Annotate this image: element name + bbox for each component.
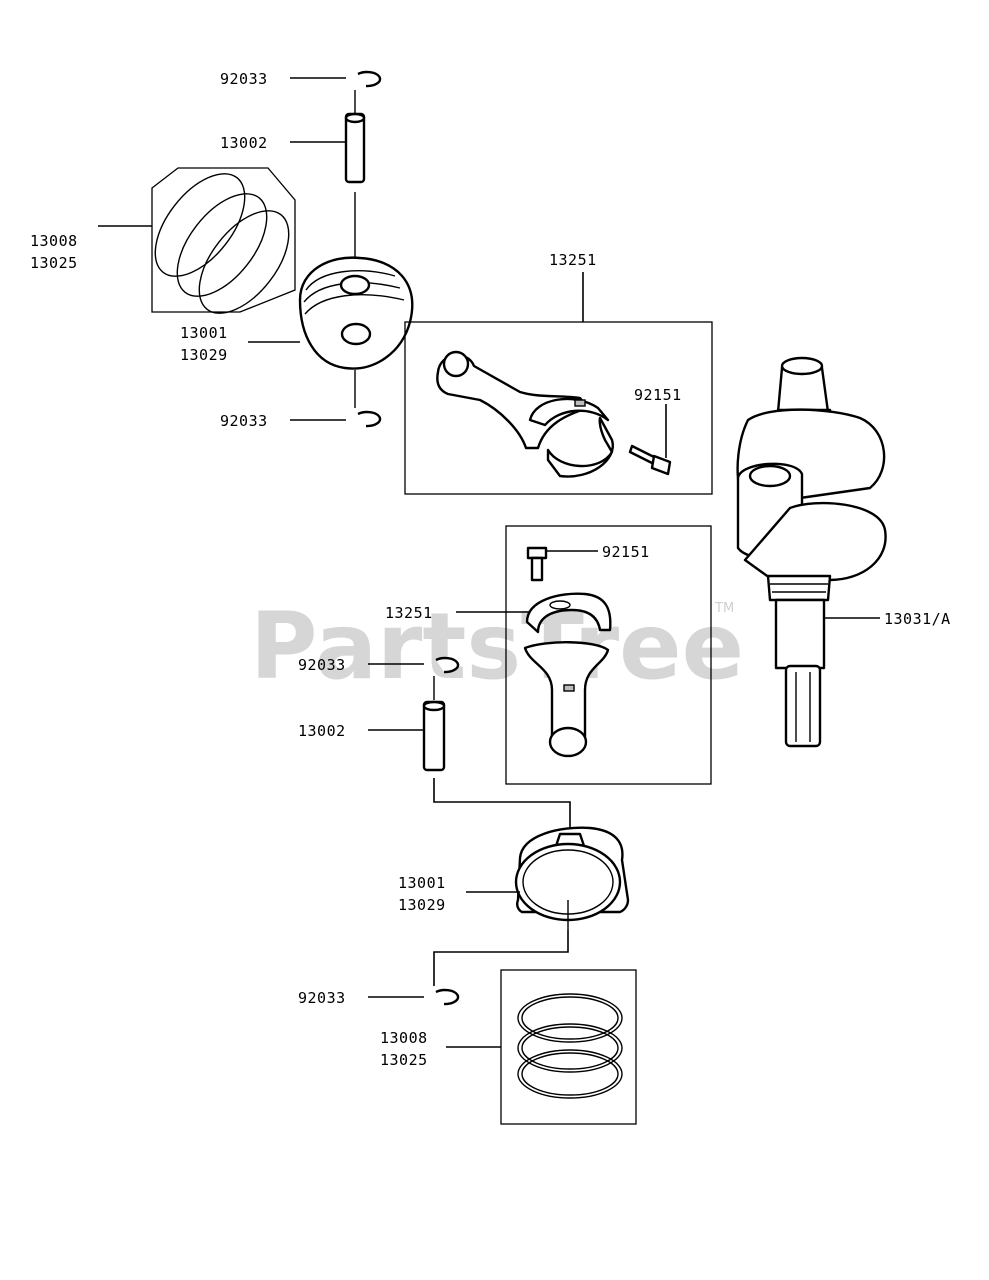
label-rings-bottom-b[interactable]: 13025 [380,1051,428,1069]
crankshaft[interactable] [736,356,887,748]
label-piston-top-a[interactable]: 13001 [180,324,228,342]
label-crankshaft[interactable]: 13031/A [884,610,951,628]
leader-pin-to-piston [433,778,571,828]
watermark: PartsTree [250,593,744,700]
label-pin-top[interactable]: 13002 [220,134,268,152]
label-piston-bottom-a[interactable]: 13001 [398,874,446,892]
circlip-bottom[interactable] [435,988,460,1006]
label-bolt-top[interactable]: 92151 [634,386,682,404]
label-ring-mid-bottom[interactable]: 92033 [298,656,346,674]
label-rings-top-b[interactable]: 13025 [30,254,78,272]
label-rod-bottom[interactable]: 13251 [385,604,433,622]
label-ring-top[interactable]: 92033 [220,70,268,88]
label-ring-bottom[interactable]: 92033 [298,989,346,1007]
circlip-mid-top[interactable] [357,410,382,428]
leader-piston-to-ring [433,930,569,986]
label-piston-top-b[interactable]: 13029 [180,346,228,364]
label-rod-top[interactable]: 13251 [549,251,597,269]
label-bolt-bottom[interactable]: 92151 [602,543,650,561]
label-rings-bottom-a[interactable]: 13008 [380,1029,428,1047]
label-ring-mid-top[interactable]: 92033 [220,412,268,430]
rod-bolt-top[interactable] [628,444,672,476]
piston-rings-top[interactable] [138,158,306,329]
circlip-mid-bottom[interactable] [435,656,460,674]
piston-rings-bottom[interactable] [500,969,637,1125]
piston-top[interactable] [298,192,414,408]
piston-pin-bottom[interactable] [422,676,446,772]
label-piston-bottom-b[interactable]: 13029 [398,896,446,914]
circlip-top[interactable] [357,70,382,88]
connecting-rod-bottom[interactable] [505,525,712,785]
piston-bottom[interactable] [514,826,630,930]
piston-pin-top[interactable] [344,90,366,184]
connecting-rod-top[interactable] [404,321,713,495]
label-pin-bottom[interactable]: 13002 [298,722,346,740]
label-rings-top-a[interactable]: 13008 [30,232,78,250]
watermark-trademark: TM [714,601,734,616]
